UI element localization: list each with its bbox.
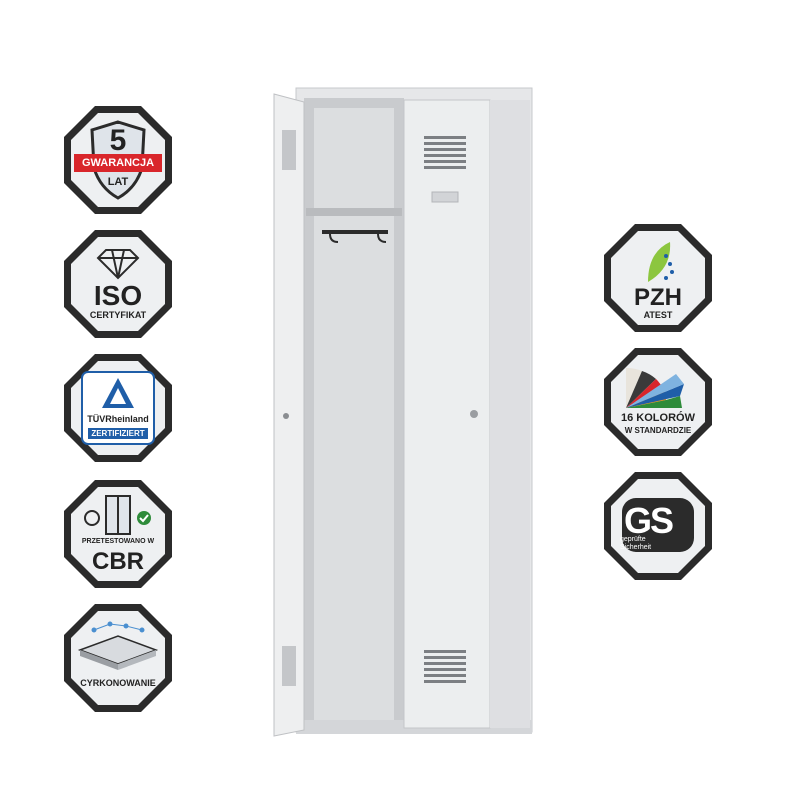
warranty-sub: LAT bbox=[107, 176, 129, 188]
gs-title: GS bbox=[623, 500, 674, 541]
octagon-frame bbox=[64, 230, 172, 338]
octagon-frame bbox=[604, 348, 712, 456]
badge-gs: GS geprüfte Sicherheit bbox=[602, 470, 714, 582]
colors-line2: W STANDARDZIE bbox=[624, 426, 692, 435]
cbr-small: PRZETESTOWANO W bbox=[81, 538, 155, 545]
gs-mark-icon bbox=[622, 498, 694, 552]
badge-tuv: TÜVRheinland ZERTIFIZIERT bbox=[62, 352, 174, 464]
badge-colors: 16 KOLORÓW W STANDARDZIE bbox=[602, 346, 714, 458]
vent-bottom bbox=[424, 650, 466, 683]
hanger-rail bbox=[322, 230, 388, 234]
badge-pzh: PZH ATEST bbox=[602, 222, 714, 334]
test-locker-icon bbox=[84, 495, 131, 535]
lock-icon bbox=[470, 410, 478, 418]
leaf-dna-icon bbox=[648, 242, 674, 282]
warranty-ribbon-text: GWARANCJA bbox=[81, 157, 155, 169]
locker-image bbox=[260, 80, 540, 740]
tuv-stamp bbox=[88, 428, 148, 439]
label-holder bbox=[431, 191, 459, 203]
octagon-frame bbox=[64, 354, 172, 462]
color-fan-icon bbox=[626, 367, 684, 408]
badge-cbr: PRZETESTOWANO W CBR bbox=[62, 478, 174, 590]
octagon-frame bbox=[64, 106, 172, 214]
tuv-brand: TÜVRheinland bbox=[87, 414, 149, 424]
pzh-sub: ATEST bbox=[643, 310, 673, 320]
octagon-frame bbox=[64, 480, 172, 588]
octagon-frame bbox=[604, 472, 712, 580]
badge-coating: CYRKONOWANIE bbox=[62, 602, 174, 714]
iso-sub: CERTYFIKAT bbox=[89, 310, 147, 320]
octagon-frame bbox=[64, 604, 172, 712]
gs-caption2: Sicherheit bbox=[620, 544, 652, 551]
colors-line1: 16 KOLORÓW bbox=[621, 412, 695, 424]
coating-sub: CYRKONOWANIE bbox=[80, 678, 156, 688]
locker-shelf bbox=[306, 208, 402, 216]
cbr-title: CBR bbox=[92, 548, 144, 575]
diamond-icon bbox=[96, 249, 140, 280]
tuv-stamp-text: ZERTIFIZIERT bbox=[91, 429, 145, 438]
coating-layers-icon bbox=[77, 621, 159, 670]
pzh-title: PZH bbox=[634, 284, 682, 311]
vent-top bbox=[424, 136, 466, 169]
gs-caption1: geprüfte bbox=[620, 536, 646, 543]
warranty-number: 5 bbox=[109, 124, 127, 157]
warranty-ribbon bbox=[74, 154, 162, 172]
badge-iso: ISO CERTYFIKAT bbox=[62, 228, 174, 340]
check-icon bbox=[137, 511, 151, 525]
badge-warranty: 5 GWARANCJA LAT bbox=[62, 104, 174, 216]
iso-title: ISO bbox=[93, 280, 143, 311]
locker-door-open bbox=[273, 93, 305, 737]
octagon-frame bbox=[604, 224, 712, 332]
